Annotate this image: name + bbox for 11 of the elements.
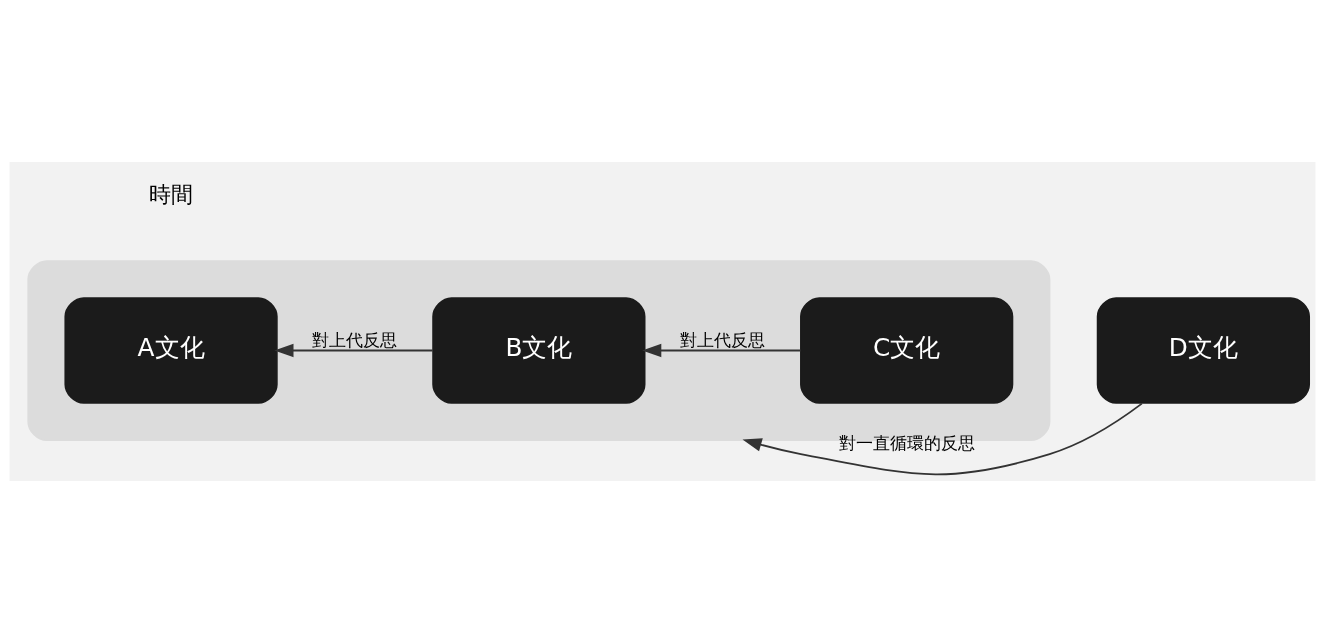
node-box: B文化 [432, 297, 646, 404]
edge-label: 對上代反思 [680, 329, 766, 350]
label: 時間 [149, 181, 194, 207]
node-box: C文化 [800, 297, 1014, 404]
node-box: D文化 [1096, 297, 1311, 404]
arrow [642, 343, 802, 358]
edge-label: 對上代反思 [312, 329, 398, 350]
arrow [742, 402, 1143, 476]
edge-label: 對一直循環的反思 [838, 433, 975, 454]
node-box: A文化 [64, 297, 278, 404]
arrow [274, 343, 434, 358]
